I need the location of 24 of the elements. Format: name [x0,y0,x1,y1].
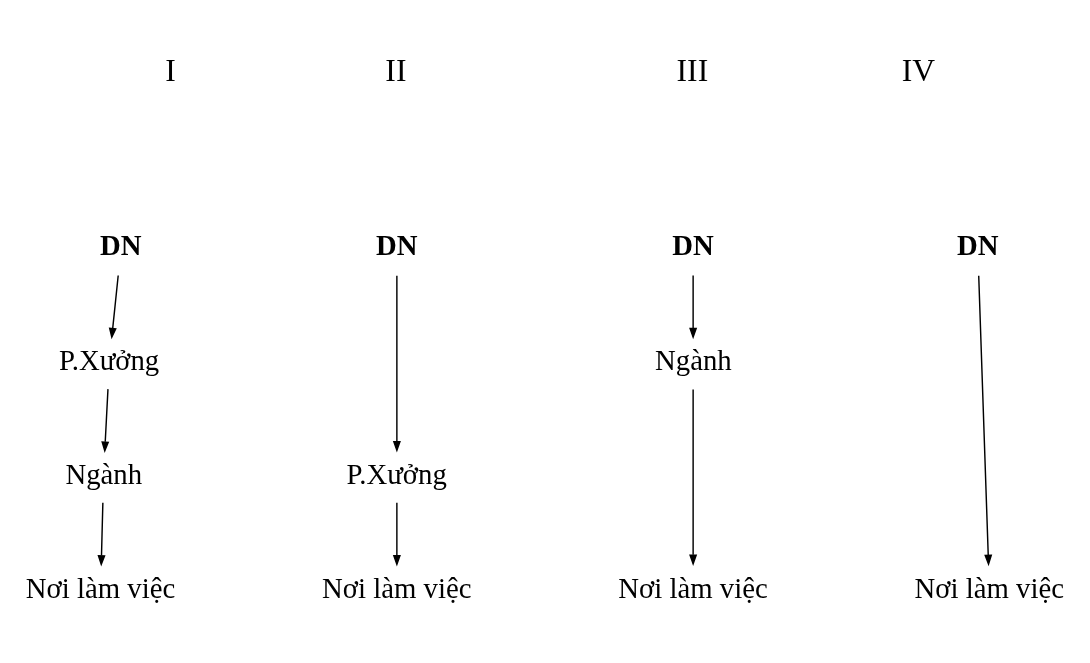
label: II [385,52,407,88]
arrow [689,274,698,340]
node-text: P.Xưởng [58,344,160,377]
node-text: DN [99,229,142,262]
arrow [392,275,401,453]
node-text: DN [957,229,999,262]
arrow [689,388,698,567]
arrow [101,388,110,453]
node-text: P.Xưởng [346,457,447,490]
node-text: DN [672,229,714,262]
arrow [108,274,119,340]
label: III [676,52,709,88]
node-text: Nơi làm việc [914,571,1064,604]
node-text: Nơi làm việc [322,571,472,604]
node-text: Ngành [65,457,143,490]
arrow [97,502,106,567]
node-text: Ngành [655,344,732,377]
arrow [392,502,401,567]
node-text: Nơi làm việc [25,571,176,604]
node-text: DN [376,229,418,262]
label: I [165,52,176,88]
node-text: Nơi làm việc [618,571,768,604]
arrow [978,275,993,567]
label: IV [901,52,936,88]
